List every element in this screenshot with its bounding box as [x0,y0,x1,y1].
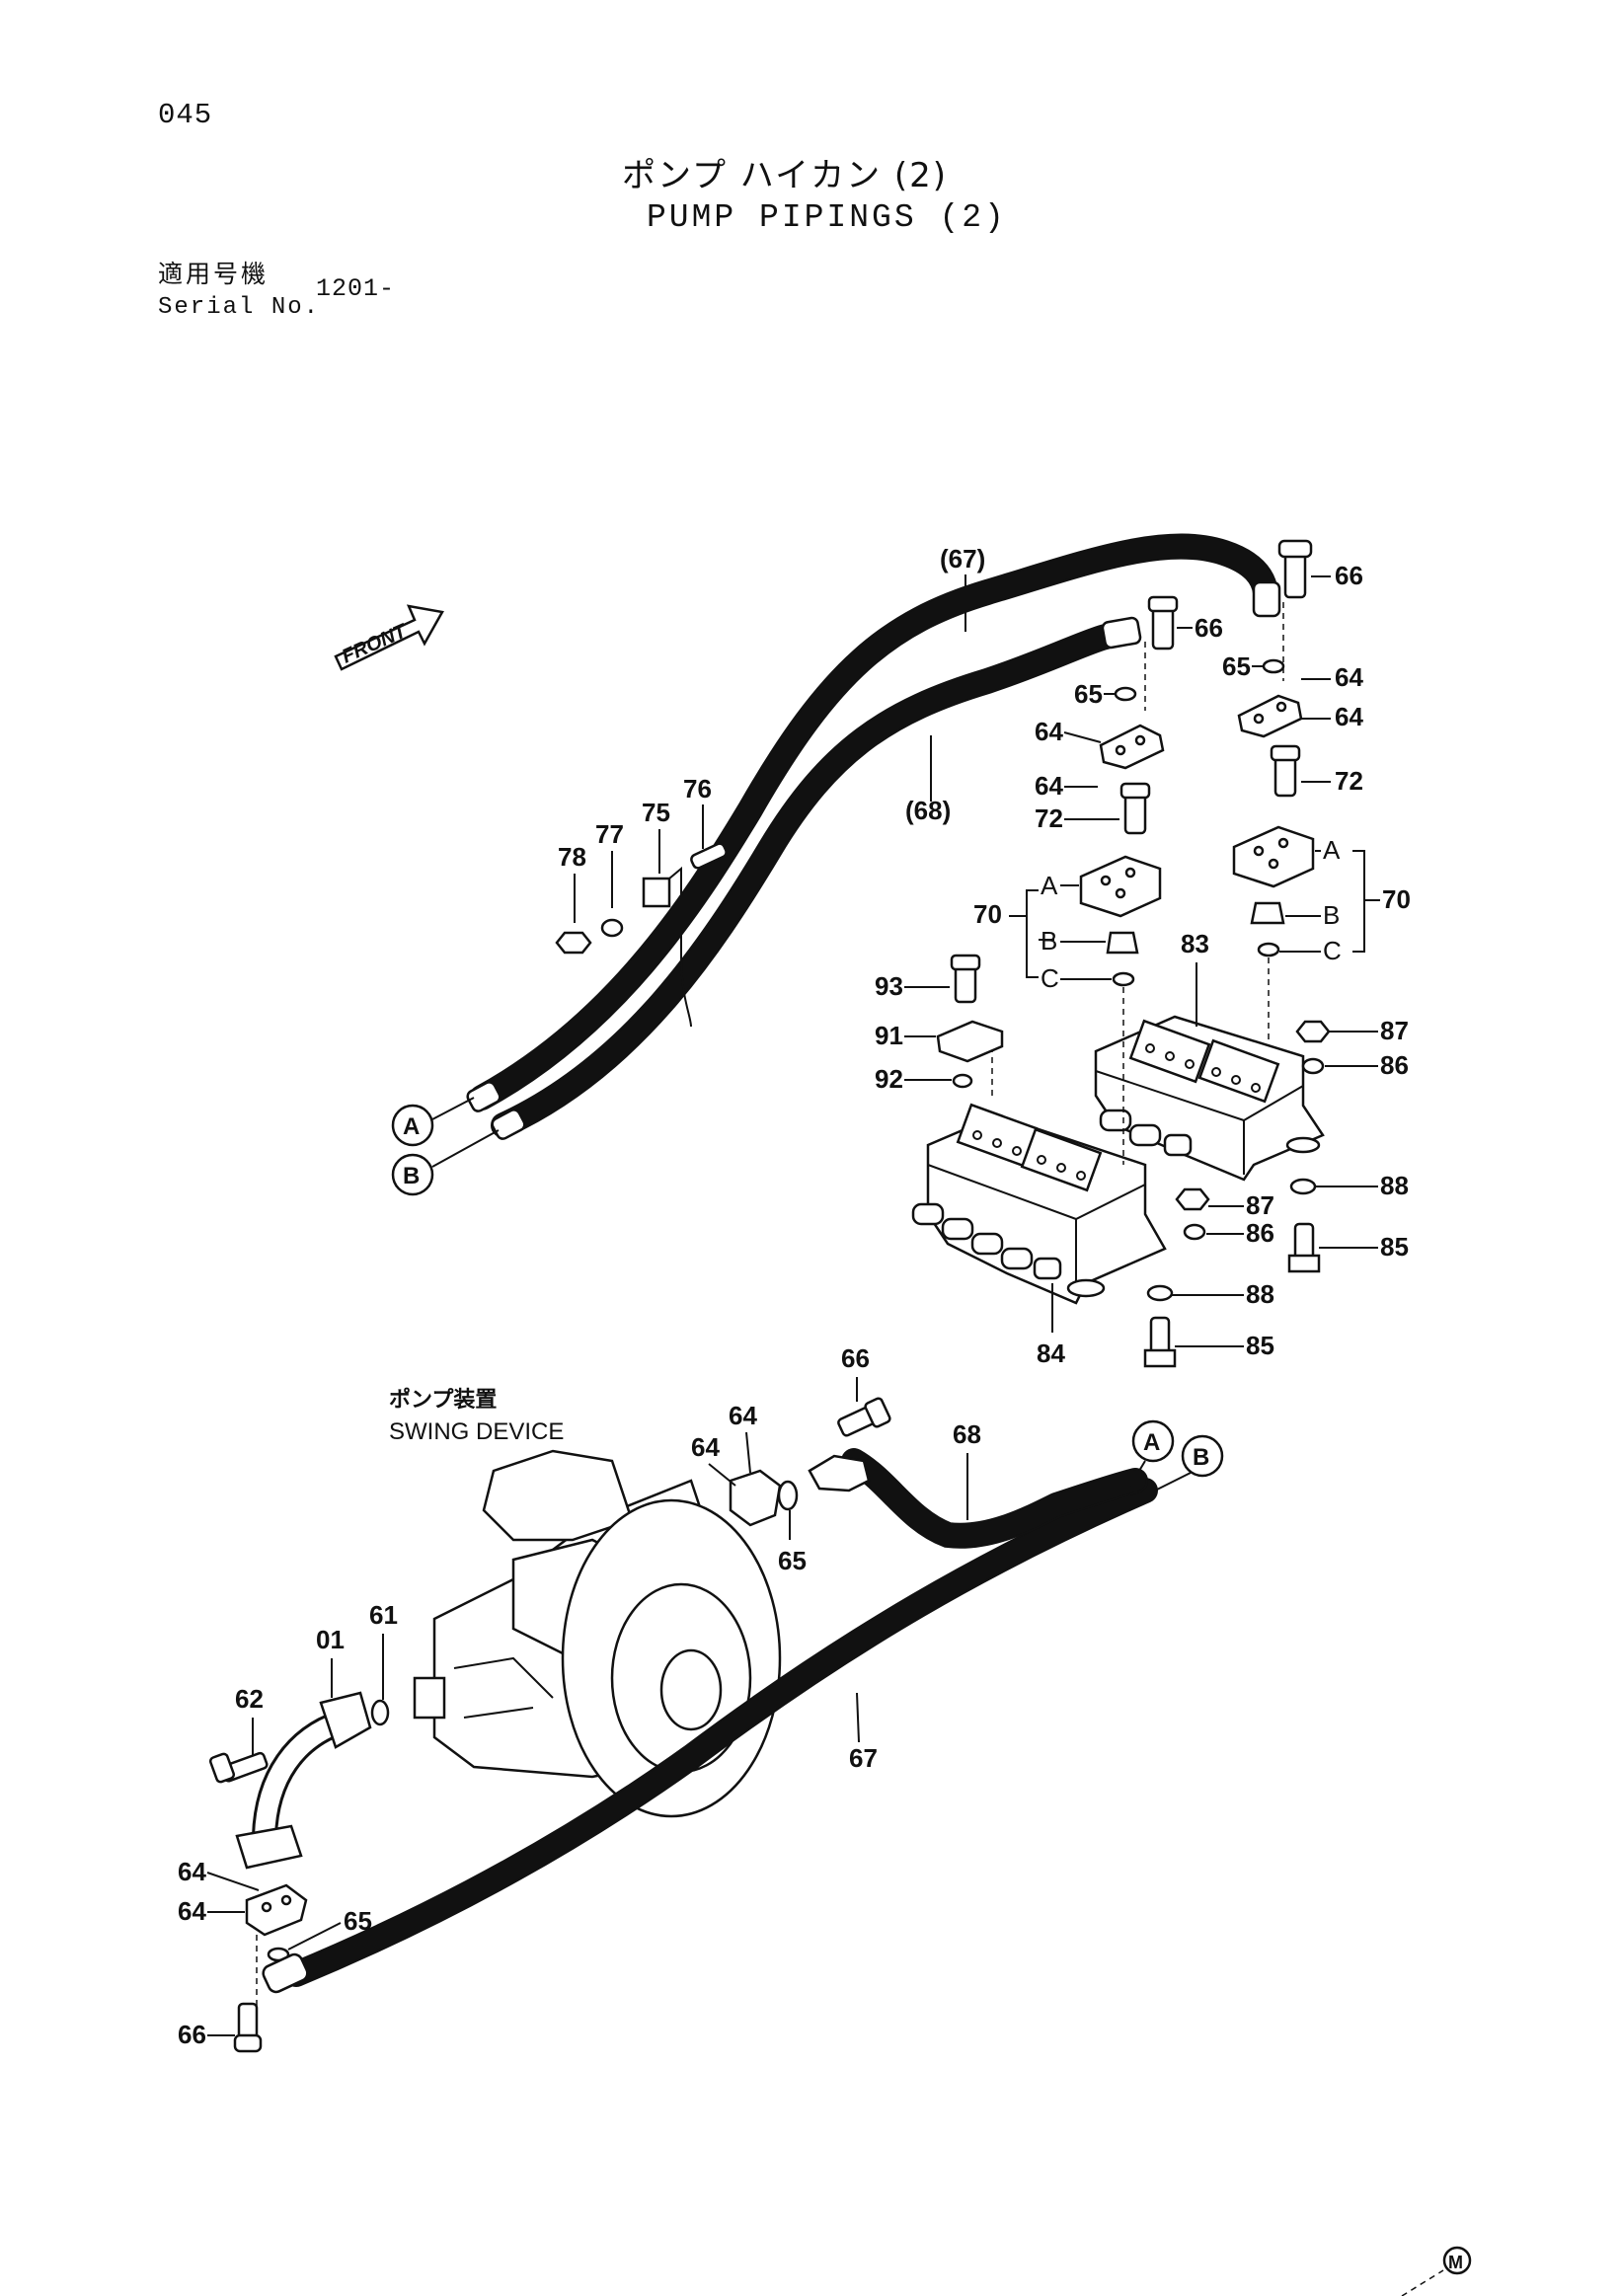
part-callout-label: 86 [1246,1218,1274,1248]
part-callout-label: 84 [1037,1339,1065,1368]
pump-flange-set: 66 64 64 65 [691,1343,891,1575]
hose-67-upper [469,533,1278,1110]
part-callout-label: B [1193,1444,1209,1471]
part-callout-label: 61 [369,1600,398,1630]
connector-a-lower-icon: A [1129,1419,1175,1487]
part-callout-label: 85 [1380,1232,1409,1262]
part-callout-label: 68 [953,1419,981,1449]
part-callout-label: 86 [1380,1050,1409,1080]
parts-91-92-93: 93 91 92 [875,954,1004,1094]
part-callout-label: C [1323,936,1342,965]
hose-68-upper [491,624,1119,1138]
part-callout-label: A [1143,1429,1160,1456]
part-callout-label: 66 [841,1343,870,1373]
control-valve-84: 84 [911,1103,1167,1368]
hose-end-a [466,1081,501,1112]
part-callout-label: 87 [1380,1016,1409,1045]
connector-b-icon: B [391,1129,500,1196]
part-callout-label: 64 [1335,702,1363,731]
pipe-01: 01 61 62 [208,1600,398,1870]
serial-label-japanese: 適用号機 [158,260,270,288]
part-callout-label: C [1041,963,1059,993]
part-callout-label: 75 [642,798,670,827]
part-callout-label: 83 [1181,929,1209,958]
flange-set-left: 66 65 64 64 [1035,595,1223,801]
part-callout-label: 64 [729,1401,757,1430]
part-callout-label: 91 [875,1021,903,1050]
bolt-72-right: 72 [1270,744,1363,798]
flange-group-70-right: A B C 70 [1232,825,1411,965]
part-callout-label: 70 [973,899,1002,929]
control-valve-83: 83 [1094,929,1325,1182]
part-callout-label: 92 [875,1064,903,1094]
part-callout-label: B [1041,926,1057,956]
lower-flange-set: 64 64 65 66 [178,1857,372,2053]
footer-mark-icon: M [1401,2246,1472,2296]
serial-value: 1201- [316,274,396,303]
part-callout-label: 93 [875,971,903,1001]
part-callout-label: 77 [595,819,624,849]
part-callout-label: 64 [1035,717,1063,746]
part-callout-label: A [1041,871,1058,900]
labels-upper-hoses: (67) (68) 76 75 77 78 [558,544,985,923]
part-callout-label: 66 [1335,561,1363,590]
connector-b-lower-icon: B [1154,1434,1224,1492]
part-callout-label: 67 [849,1743,878,1773]
part-callout-label: 64 [178,1896,206,1926]
part-callout-label: 65 [1074,679,1103,709]
part-callout-label: A [1323,835,1341,865]
flange-group-70-left: 70 A B C [973,855,1162,993]
fitting-68 [1101,616,1142,650]
front-label: FRONT [339,620,411,668]
part-callout-label: A [403,1113,420,1140]
part-callout-label: 65 [778,1546,807,1575]
part-callout-label: 62 [235,1684,264,1714]
bolt-72-left: 72 [1035,782,1151,835]
part-callout-label: 64 [1335,662,1363,692]
hose-67-lower: 67 [262,1478,1158,1994]
part-callout-label: 66 [1195,613,1223,643]
part-callout-label: 88 [1246,1279,1274,1309]
flange-set-right: 66 65 64 64 [1222,539,1363,738]
part-callout-label: 64 [178,1857,206,1886]
part-callout-label: B [403,1163,420,1189]
hardware-upper-right: 87 86 88 85 [1287,1016,1409,1273]
page-number: 045 [158,99,213,131]
clamp-bracket-75 [651,866,692,1028]
part-callout-label: 72 [1035,804,1063,833]
swing-device-body [413,1449,782,1818]
serial-label-english: Serial No. [158,294,321,321]
part-callout-label: 76 [683,774,712,804]
part-callout-label: (67) [940,544,985,574]
part-callout-label: M [1448,2253,1463,2272]
part-callout-label: 88 [1380,1171,1409,1200]
swing-device-label-jp: ポンプ装置 [389,1387,497,1413]
hose-68-lower: 68 [808,1419,1148,1549]
part-callout-label: 72 [1335,766,1363,796]
part-callout-label: 85 [1246,1331,1274,1360]
swing-device-label-en: SWING DEVICE [389,1418,564,1445]
part-callout-label: 64 [691,1432,720,1462]
part-callout-label: 87 [1246,1190,1274,1220]
part-callout-label: 65 [1222,651,1251,681]
part-callout-label: (68) [905,796,951,825]
part-callout-label: 78 [558,842,586,872]
part-callout-label: 01 [316,1625,345,1654]
part-callout-label: 70 [1382,884,1411,914]
title-japanese: ポンプ ハイカン (2) [622,156,949,195]
front-arrow-icon: FRONT [334,604,444,671]
part-callout-label: B [1323,900,1340,930]
title-english: PUMP PIPINGS (2) [647,199,1007,236]
part-callout-label: 64 [1035,771,1063,801]
connector-a-icon: A [391,1097,475,1147]
parts-76-77-78 [555,842,728,955]
part-callout-label: 66 [178,2020,206,2049]
hardware-lower-right: 87 86 88 85 [1143,1187,1274,1368]
fitting-67 [1252,580,1281,618]
